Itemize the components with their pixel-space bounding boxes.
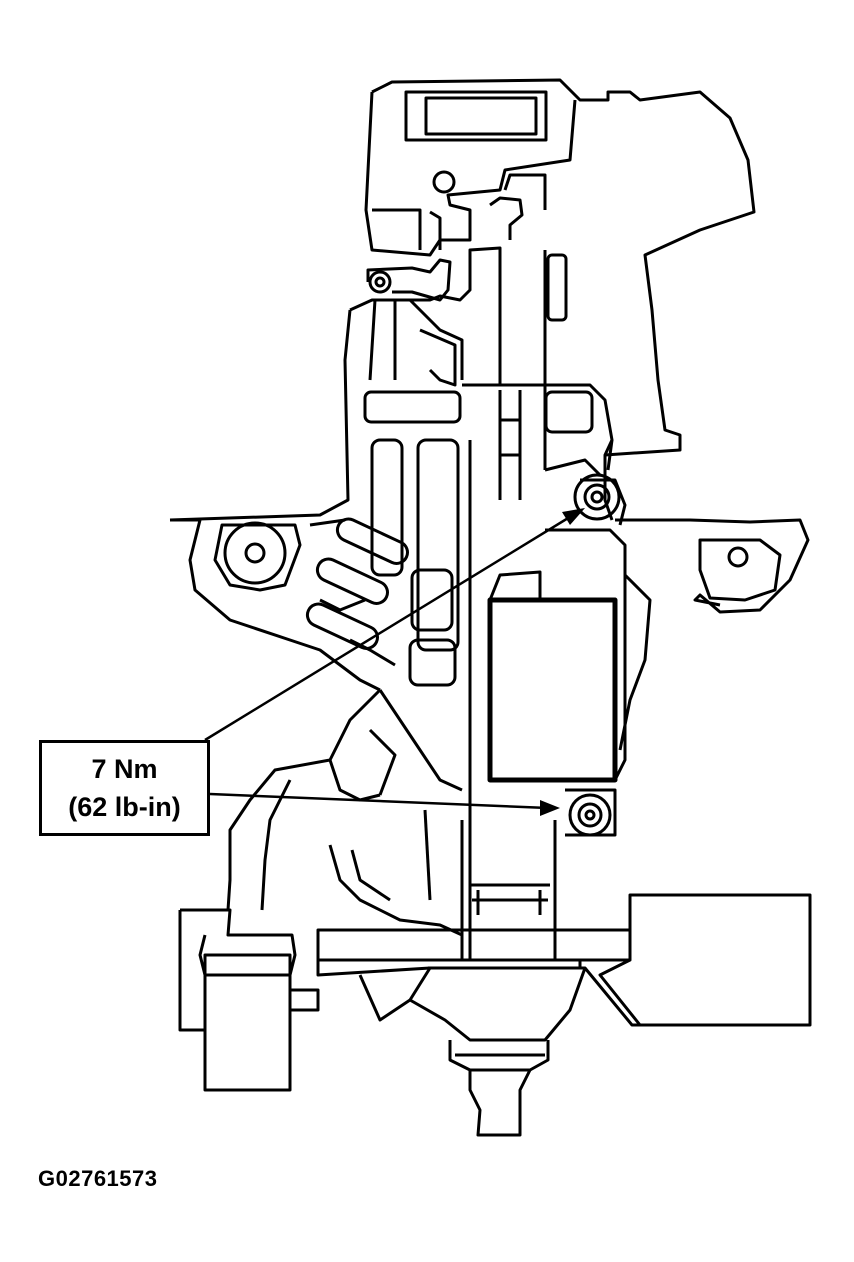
bottom-bracket: [316, 893, 812, 1042]
torque-lbin-label: (62 lb-in): [68, 792, 181, 822]
upper-pivot: [366, 258, 452, 302]
steering-shaft: [460, 248, 568, 960]
lower-bolt: [565, 788, 617, 837]
right-mounting-flange: [603, 439, 810, 751]
arrowheads: [540, 508, 585, 816]
wiring-connector: [178, 908, 320, 1092]
torque-nm-label: 7 Nm: [91, 754, 158, 784]
leader-lines: [204, 510, 579, 810]
column-body: [169, 246, 614, 960]
upper-housing: [364, 78, 756, 457]
left-mounting-flange: [170, 517, 457, 692]
shaft-bottom-joint: [448, 1040, 550, 1137]
lower-column: [226, 688, 463, 937]
figure-id: G02761573: [38, 1166, 158, 1191]
torque-callout-box: 7 Nm (62 lb-in): [39, 740, 210, 836]
upper-bolt: [573, 473, 621, 521]
